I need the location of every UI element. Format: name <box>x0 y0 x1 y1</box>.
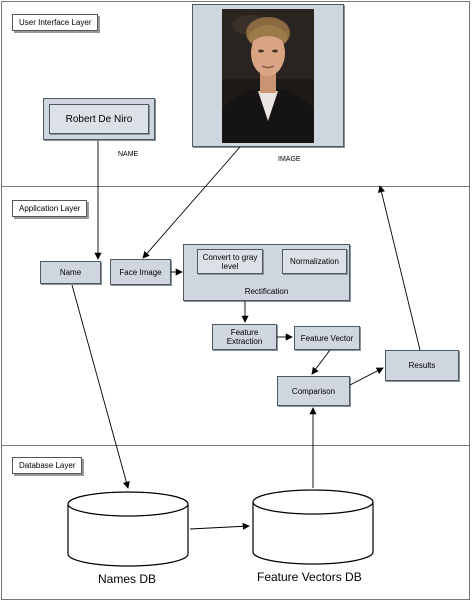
comparison-box: Comparison <box>277 376 350 406</box>
ui-layer-label: User Interface Layer <box>12 14 99 31</box>
name-value: Robert De Niro <box>49 104 149 134</box>
names-db-cylinder <box>67 491 189 567</box>
name-input-box: Robert De Niro <box>43 98 155 140</box>
feature-vector-box: Feature Vector <box>294 326 360 350</box>
normalization-box: Normalization <box>282 249 347 274</box>
names-db-label: Names DB <box>98 572 157 586</box>
image-frame <box>192 4 344 147</box>
face-photo <box>222 8 314 143</box>
image-caption: IMAGE <box>278 156 301 163</box>
feature-vectors-db-cylinder <box>252 489 374 565</box>
feature-vectors-db-label: Feature Vectors DB <box>257 570 362 584</box>
rectification-label: Rectification <box>244 287 289 296</box>
database-layer-label: Database Layer <box>12 457 83 474</box>
results-box: Results <box>385 350 459 381</box>
feature-extraction-box: Feature Extraction <box>212 324 277 350</box>
application-layer-label: Application Layer <box>12 200 88 217</box>
application-layer <box>1 186 470 446</box>
gray-level-box: Convert to gray level <box>197 249 263 274</box>
face-image-box: Face Image <box>110 259 171 285</box>
name-box: Name <box>40 261 101 284</box>
name-caption: NAME <box>118 151 139 158</box>
